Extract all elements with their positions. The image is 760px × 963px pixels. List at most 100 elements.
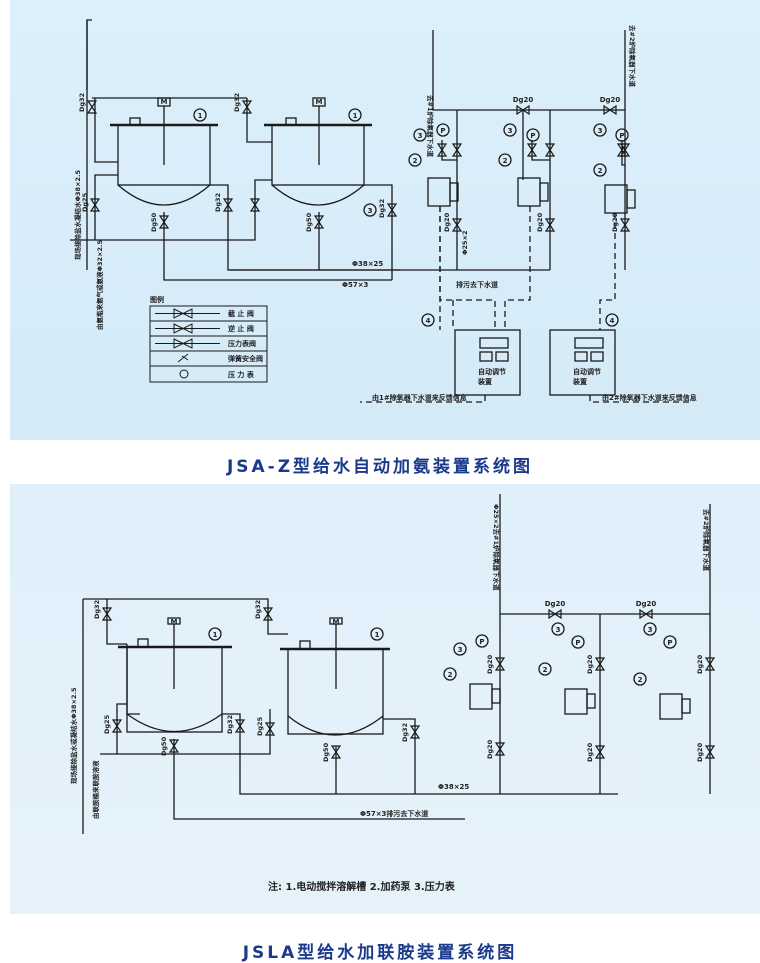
dg25-label: Dg25 xyxy=(256,716,264,736)
valve-icon xyxy=(516,104,530,116)
valve-icon xyxy=(89,198,101,212)
dg32-label: Dg32 xyxy=(401,723,409,742)
marker-1: 1 xyxy=(375,631,380,639)
inlet-label-1: 现场接除盐水或凝结水Φ38×2.5 xyxy=(69,687,78,784)
valve-icon xyxy=(619,218,631,232)
valve-icon xyxy=(101,607,113,621)
marker-2: 2 xyxy=(638,676,643,684)
diagram-1-svg: 1 1 M M 3 3 3 3 P P P 2 2 2 4 4 Dg20 Dg2… xyxy=(70,19,697,403)
marker-2: 2 xyxy=(503,157,508,165)
dg20-label: Dg20 xyxy=(611,212,619,232)
marker-3: 3 xyxy=(418,132,423,140)
valve-icon xyxy=(594,657,606,671)
pipe-57-label: Φ57×3排污去下水道 xyxy=(360,809,428,818)
gauge-icon: P xyxy=(530,132,535,140)
dg25-label: Dg25 xyxy=(103,714,111,734)
pressure-gauge-icon xyxy=(179,369,189,379)
gauge-icon: P xyxy=(440,127,445,135)
marker-3: 3 xyxy=(368,207,373,215)
valve-icon xyxy=(603,104,617,116)
dg20-label: Dg20 xyxy=(443,212,451,232)
marker-1: 1 xyxy=(213,631,218,639)
dg20-label: Dg20 xyxy=(586,654,594,674)
dg20-label: Dg20 xyxy=(586,742,594,762)
valve-icon xyxy=(544,143,556,157)
valve-icon xyxy=(330,745,342,759)
marker-1: 1 xyxy=(198,112,203,120)
pipe-38-label: Φ38×25 xyxy=(438,783,469,791)
inlet-label-2: 由氨瓶来氨气或氨液Φ32×2.5 xyxy=(95,239,104,330)
dg20-label: Dg20 xyxy=(486,739,494,759)
valve-icon xyxy=(313,215,325,229)
globe-valve-icon xyxy=(155,308,220,319)
dg20-label: Dg20 xyxy=(536,212,544,232)
dg20-label: Dg20 xyxy=(636,600,657,608)
dg32-label: Dg32 xyxy=(233,93,241,112)
marker-3: 3 xyxy=(556,626,561,634)
dg20-label: Dg20 xyxy=(600,96,621,104)
valve-icon xyxy=(704,745,716,759)
valve-icon xyxy=(158,215,170,229)
legend-item: 压力表阀 xyxy=(228,339,256,348)
marker-4: 4 xyxy=(426,317,431,325)
pipe-57-label: Φ57×3 xyxy=(342,281,369,289)
valve-icon xyxy=(234,719,246,733)
tank-2 xyxy=(271,124,365,186)
diagram-1-panel: 1 1 M M 3 3 3 3 P P P 2 2 2 4 4 Dg20 Dg2… xyxy=(10,0,760,440)
diagram-1-title: JSA-Z型给水自动加氨装置系统图 xyxy=(226,457,534,477)
outlet-label-1: 去#1炉除氧器下水道 xyxy=(426,95,435,157)
dg20-label: Dg20 xyxy=(513,96,534,104)
valve-icon xyxy=(222,198,234,212)
controller-2-label: 装置 xyxy=(572,377,587,386)
valve-icon xyxy=(386,203,398,217)
valve-icon xyxy=(616,143,628,157)
gauge-icon: P xyxy=(619,132,624,140)
marker-3: 3 xyxy=(508,127,513,135)
gauge-icon: P xyxy=(575,639,580,647)
dg32-label: Dg32 xyxy=(378,199,386,218)
dg32-label: Dg32 xyxy=(93,600,101,619)
marker-4: 4 xyxy=(610,317,615,325)
valve-icon xyxy=(639,608,653,620)
valve-icon xyxy=(111,719,123,733)
marker-2: 2 xyxy=(598,167,603,175)
legend-item: 压 力 表 xyxy=(228,370,255,379)
dg50-label: Dg50 xyxy=(160,736,168,756)
marker-2: 2 xyxy=(413,157,418,165)
motor-icon: M xyxy=(161,98,168,106)
valve-icon xyxy=(264,722,276,736)
dg20-label: Dg20 xyxy=(696,654,704,674)
drain-label: 排污去下水道 xyxy=(456,280,498,289)
valve-icon xyxy=(168,739,180,753)
gauge-icon: P xyxy=(479,638,484,646)
valve-icon xyxy=(494,742,506,756)
outlet-label-2: 去#2炉除氧器下水道 xyxy=(628,25,637,87)
feedback-label-2: 由2#除氧器下水道来反馈信息 xyxy=(602,393,697,402)
inlet-label-2: 由联胺桶来联胺溶液 xyxy=(91,760,100,819)
valve-icon xyxy=(544,218,556,232)
dg20-label: Dg20 xyxy=(486,654,494,674)
dg32-label: Dg32 xyxy=(226,715,234,734)
valve-icon xyxy=(409,725,421,739)
gauge-icon: P xyxy=(667,639,672,647)
valve-icon xyxy=(451,218,463,232)
valve-icon xyxy=(451,143,463,157)
outlet-label-1: Φ25×2去#1炉除氧器下水道 xyxy=(492,504,501,591)
dg50-label: Dg50 xyxy=(150,212,158,232)
diagram-2-panel: 1 1 M M 3 3 3 P P P 2 2 2 Dg20 Dg20 Dg32… xyxy=(10,484,760,914)
valve-icon xyxy=(262,607,274,621)
marker-3: 3 xyxy=(458,646,463,654)
marker-2: 2 xyxy=(543,666,548,674)
supply-pipe xyxy=(86,19,92,90)
motor-icon: M xyxy=(171,618,178,626)
valve-group xyxy=(86,100,631,232)
marker-2: 2 xyxy=(448,671,453,679)
inlet-label-1: 现场接除盐水凝结水Φ38×2.5 xyxy=(73,169,82,260)
dg32-label: Dg32 xyxy=(254,600,262,619)
controller-1-label: 自动调节 xyxy=(478,367,506,376)
diagram-2-title: JSLA型给水加联胺装置系统图 xyxy=(242,943,518,963)
valve-icon xyxy=(548,608,562,620)
valve-icon xyxy=(249,198,261,212)
dg20-label: Dg20 xyxy=(545,600,566,608)
dg50-label: Dg50 xyxy=(305,212,313,232)
